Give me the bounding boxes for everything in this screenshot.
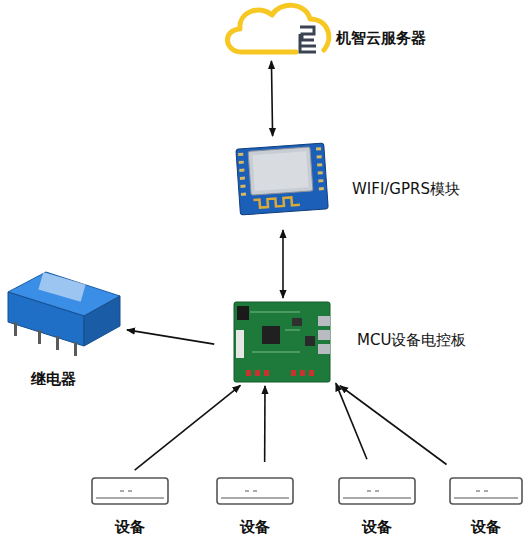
wifi-module-image xyxy=(236,143,328,215)
relay-label: 继电器 xyxy=(5,370,101,388)
arrow-connector xyxy=(340,386,446,465)
arrow-connector xyxy=(282,230,284,298)
wifi-module-label: WIFI/GPRS模块 xyxy=(352,180,460,198)
mcu-board-image xyxy=(234,302,330,382)
device-images xyxy=(92,478,522,504)
arrow-connector xyxy=(336,383,367,459)
device-node: 设备 xyxy=(337,474,417,508)
device-node: 设备 xyxy=(90,474,170,508)
device-label: 设备 xyxy=(448,518,524,536)
relay-node: 继电器 xyxy=(5,268,123,358)
cloud-icon xyxy=(227,5,328,52)
arrow-connector xyxy=(271,61,272,136)
cloud-server-label: 机智云服务器 xyxy=(336,29,426,47)
device-label: 设备 xyxy=(337,518,417,536)
cloud-server-node: 机智云服务器 xyxy=(226,2,334,57)
arrow-connector xyxy=(127,330,214,344)
wifi-module-node: WIFI/GPRS模块 xyxy=(236,140,330,218)
arrow-connector xyxy=(264,386,266,462)
device-node: 设备 xyxy=(215,474,295,508)
device-label: 设备 xyxy=(90,518,170,536)
device-node: 设备 xyxy=(448,474,524,508)
mcu-board-node: MCU设备电控板 xyxy=(232,300,332,384)
mcu-board-label: MCU设备电控板 xyxy=(357,331,466,349)
arrow-connector xyxy=(135,385,241,470)
device-label: 设备 xyxy=(215,518,295,536)
relay-image xyxy=(8,272,120,356)
